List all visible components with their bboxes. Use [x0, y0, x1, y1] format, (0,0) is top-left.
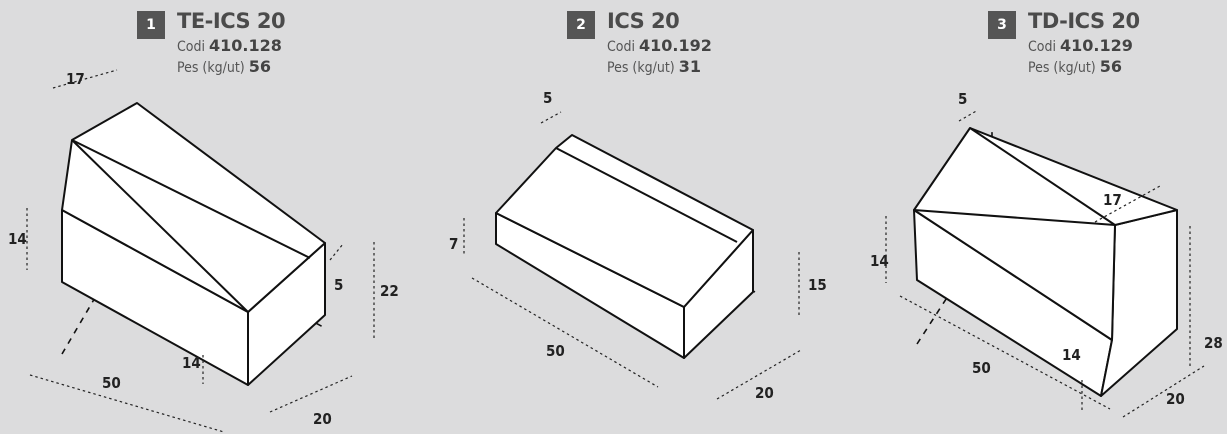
dimension-label: 15 [808, 276, 827, 294]
product-panel-2: 2 ICS 20 Codi 410.192 Pes (kg/ut) 31 5 [420, 0, 827, 434]
dimension-line [1122, 365, 1205, 418]
product-code-line: Codi 410.192 [607, 36, 712, 55]
code-label: Codi [1028, 39, 1056, 55]
product-drawing-1: 17 14 5 22 50 20 14 [8, 69, 399, 433]
dimension-label: 14 [1062, 346, 1081, 364]
product-panel-3: 3 TD-ICS 20 Codi 410.129 Pes (kg/ut) 56 [820, 0, 1227, 434]
dimension-label: 14 [870, 252, 889, 270]
product-number-badge: 2 [567, 11, 595, 39]
block-edge [913, 209, 1116, 226]
product-weight-line: Pes (kg/ut) 56 [177, 57, 271, 76]
dimension-label: 7 [449, 235, 458, 253]
dimension-label: 5 [334, 276, 343, 294]
dimension-line [540, 111, 562, 124]
block-edge [555, 147, 738, 243]
dimension-label: 20 [313, 410, 332, 428]
weight-label: Pes (kg/ut) [607, 60, 675, 76]
product-code-value: 410.192 [639, 36, 712, 55]
weight-label: Pes (kg/ut) [1028, 60, 1096, 76]
product-weight-value: 56 [1099, 57, 1122, 76]
product-title: ICS 20 [607, 9, 680, 33]
block-edge [969, 127, 1116, 226]
product-code-value: 410.129 [1060, 36, 1133, 55]
product-weight-value: 56 [248, 57, 271, 76]
dimension-label: 14 [8, 230, 27, 248]
dimension-label: 28 [1204, 334, 1223, 352]
product-title: TE-ICS 20 [177, 9, 286, 33]
dimension-label: 22 [380, 282, 399, 300]
dimension-label: 14 [182, 354, 201, 372]
dimension-line [29, 374, 225, 433]
dimension-line [52, 69, 118, 89]
product-number-badge: 1 [137, 11, 165, 39]
block-face-top [61, 102, 326, 313]
block-face-top [495, 134, 754, 308]
dimension-label: 5 [543, 89, 552, 107]
code-label: Codi [177, 39, 205, 55]
product-code-line: Codi 410.128 [177, 36, 282, 55]
block-edge [71, 139, 311, 259]
dimension-label: 17 [1103, 191, 1122, 209]
dimension-line [1094, 185, 1161, 223]
product-code-line: Codi 410.129 [1028, 36, 1133, 55]
dimension-line [899, 295, 1111, 410]
block-face-top [913, 127, 1178, 341]
product-weight-line: Pes (kg/ut) 56 [1028, 57, 1122, 76]
product-code-value: 410.128 [209, 36, 282, 55]
product-panel-1: 1 TE-ICS 20 Codi 410.128 Pes (kg/ut) 56 [0, 0, 420, 434]
dimension-line [958, 109, 979, 122]
block-edge [71, 139, 249, 313]
dimension-label: 20 [1166, 390, 1185, 408]
product-weight-line: Pes (kg/ut) 31 [607, 57, 701, 76]
dimension-line [329, 243, 344, 261]
dimension-label: 50 [546, 342, 565, 360]
dimension-label: 50 [102, 374, 121, 392]
code-label: Codi [607, 39, 635, 55]
weight-label: Pes (kg/ut) [177, 60, 245, 76]
dimension-label: 20 [755, 384, 774, 402]
product-title: TD-ICS 20 [1028, 9, 1140, 33]
product-drawing-2: 5 7 15 50 20 [449, 89, 827, 402]
dimension-line [269, 375, 353, 413]
dimension-label: 50 [972, 359, 991, 377]
product-weight-value: 31 [678, 57, 701, 76]
product-number-badge: 3 [988, 11, 1016, 39]
product-drawing-3: 5 17 14 28 50 14 20 [870, 90, 1223, 418]
dimension-label: 5 [958, 90, 967, 108]
dimension-label: 17 [66, 70, 85, 88]
